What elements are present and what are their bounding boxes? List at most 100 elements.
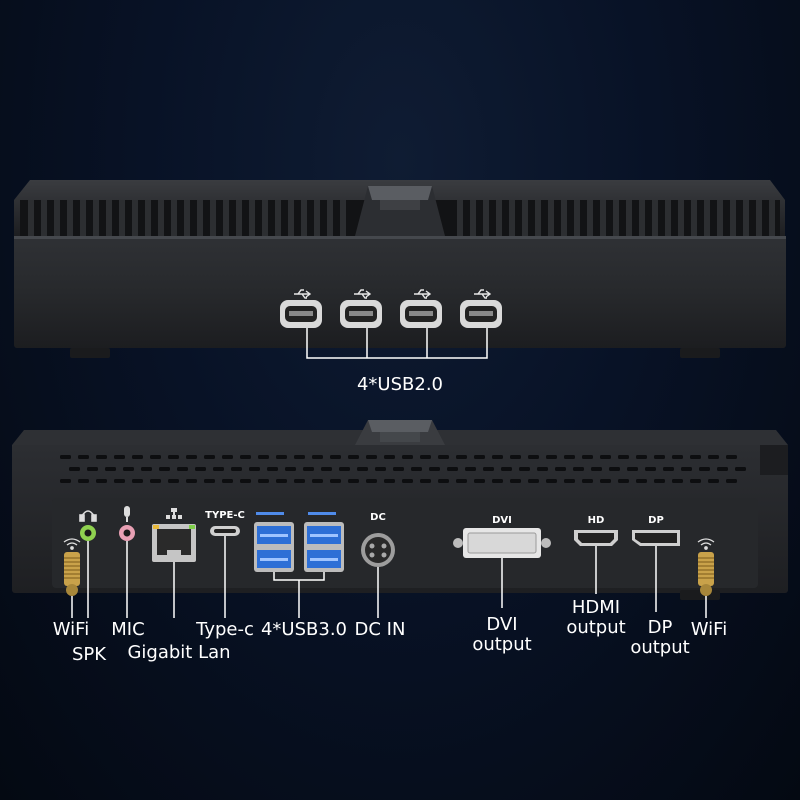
dc-power-port [361,533,395,567]
vent-fin [743,200,749,236]
vent-slot [186,479,197,483]
vent-slot [105,467,116,471]
wifi-right-callout: WiFi [690,619,728,640]
vent-slot [717,467,728,471]
vent-fin [184,200,190,236]
vent-fin [730,200,736,236]
vent-fin [119,200,125,236]
vent-slot [429,467,440,471]
vent-slot [420,479,431,483]
vent-fin [249,200,255,236]
vent-slot [159,467,170,471]
dp-output-line2: output [630,637,690,658]
vent-slot [141,467,152,471]
vent-slot [591,467,602,471]
vent-slot [609,467,620,471]
dp-output-line1: DP [647,617,673,638]
usb3-ports [254,522,344,572]
vent-fin [314,200,320,236]
type-c-port [210,526,240,536]
vent-slot [456,479,467,483]
vent-slot [312,455,323,459]
type-c-callout: Type-c [196,619,254,640]
vent-slot [132,479,143,483]
mic-jack [119,525,135,541]
vent-slot [150,479,161,483]
vent-slot [492,479,503,483]
vent-fin [639,200,645,236]
usb2-port [460,300,502,328]
vent-slot [222,479,233,483]
dvi-output-callout: DVI output [462,615,542,655]
vent-slot [204,455,215,459]
vent-fin [327,200,333,236]
vent-slot [582,455,593,459]
vent-fin [28,200,34,236]
vent-fin [626,200,632,236]
vent-slot [438,455,449,459]
vent-fin [54,200,60,236]
vent-slot [456,455,467,459]
vent-slot [60,455,71,459]
network-icon [166,508,182,519]
vent-slot [672,455,683,459]
vent-slot [420,455,431,459]
vent-fin [535,200,541,236]
vent-slot [474,479,485,483]
vent-slot [564,479,575,483]
vent-slot [276,455,287,459]
mic-callout: MIC [111,619,145,640]
vent-slot [294,479,305,483]
vent-slot [618,479,629,483]
vent-slot [132,455,143,459]
vent-slot [681,467,692,471]
vent-slot [582,479,593,483]
vent-slot [330,455,341,459]
vent-slot [285,467,296,471]
vent-slot [330,479,341,483]
front-usb2-group [280,289,502,359]
wifi-left-callout: WiFi [52,619,90,640]
vent-slot [690,455,701,459]
vent-slot [231,467,242,471]
rear-vent-slots [60,455,746,483]
vent-fin [483,200,489,236]
vent-slot [501,467,512,471]
vent-slot [447,467,458,471]
hdmi-output-line1: HDMI [571,597,621,618]
usb2-port [400,300,442,328]
vent-slot [384,455,395,459]
vent-fin [132,200,138,236]
vent-fin [691,200,697,236]
vent-slot [474,455,485,459]
usb-icon [354,289,372,299]
vent-slot [294,455,305,459]
vent-fin [93,200,99,236]
vent-slot [87,467,98,471]
vent-slot [267,467,278,471]
vent-slot [303,467,314,471]
vent-fin [769,200,775,236]
displayport-port [632,530,680,546]
vent-slot [213,467,224,471]
vent-slot [96,479,107,483]
hdmi-output-line2: output [566,617,626,638]
vent-slot [600,479,611,483]
dp-output-callout: DP output [620,618,700,658]
vent-slot [168,455,179,459]
dp-port-label: DP [648,515,664,526]
vent-slot [366,455,377,459]
vent-slot [546,479,557,483]
vent-slot [150,455,161,459]
vent-fin [613,200,619,236]
vent-slot [726,455,737,459]
vent-slot [735,467,746,471]
vent-slot [204,479,215,483]
dc-port-label: DC [370,512,386,523]
usb-icon [414,289,432,299]
vent-slot [573,467,584,471]
vent-slot [177,467,188,471]
dc-in-callout: DC IN [354,619,406,640]
vent-fin [717,200,723,236]
microphone-icon [124,506,130,522]
